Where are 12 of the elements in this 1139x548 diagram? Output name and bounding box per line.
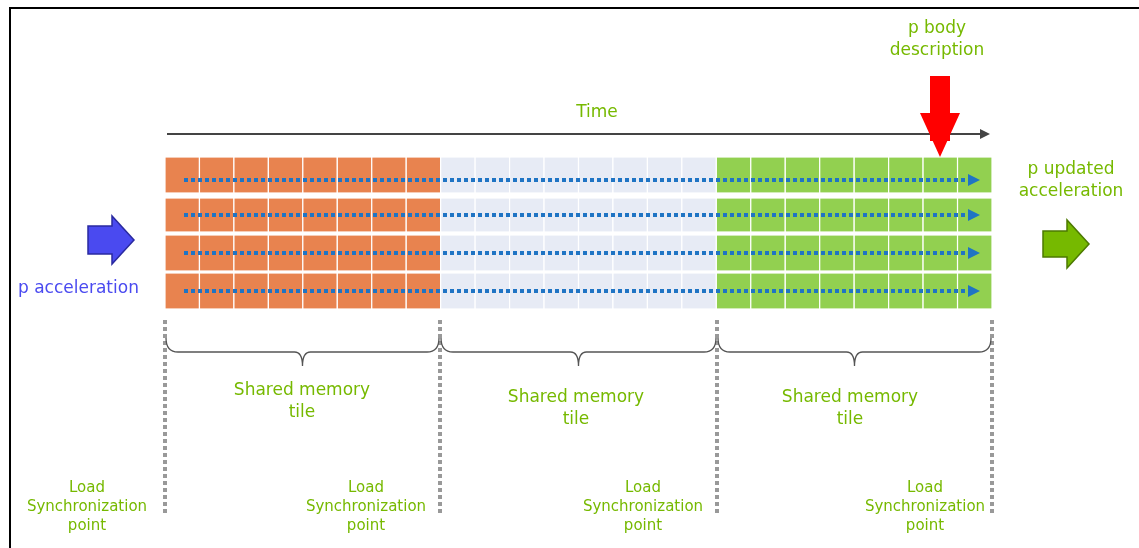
node-text: p acceleration	[18, 276, 163, 298]
node-text: p body description	[872, 16, 1002, 60]
tile-label: Shared memory tile	[232, 378, 372, 422]
sync-point-label: Load Synchronization point	[581, 478, 705, 535]
tile-label: Shared memory tile	[506, 385, 646, 429]
sync-point-label: Load Synchronization point	[25, 478, 149, 535]
tile-grid-drawing	[164, 156, 993, 310]
axis-label: Time	[575, 100, 619, 122]
node-text: p updated acceleration	[1006, 157, 1136, 201]
sync-point-label: Load Synchronization point	[863, 478, 987, 535]
tile-label: Shared memory tile	[780, 385, 920, 429]
sync-point-label: Load Synchronization point	[304, 478, 428, 535]
